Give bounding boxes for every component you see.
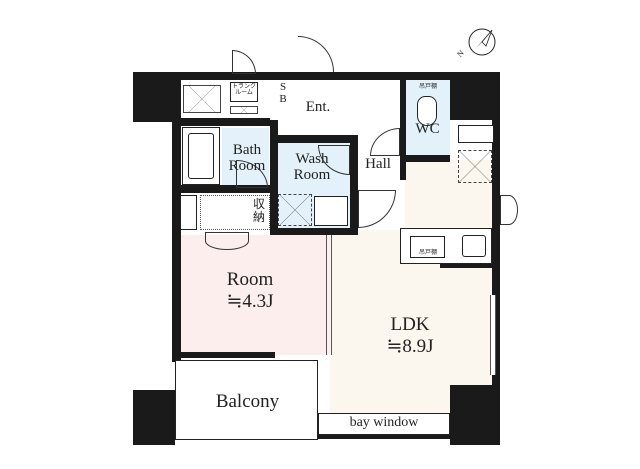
storage-label: 収 納 xyxy=(252,197,265,224)
trunk-room-box xyxy=(183,85,221,113)
pillar-bottom-left xyxy=(133,390,175,445)
trunk-room-shelf xyxy=(230,106,258,114)
pillar-top-right xyxy=(450,72,500,120)
wall-wash-top xyxy=(270,135,358,143)
entrance-label: Ent. xyxy=(305,99,331,115)
closet xyxy=(200,195,270,230)
wall-top xyxy=(133,72,500,80)
wall-left xyxy=(172,72,181,362)
bay-window xyxy=(318,413,450,435)
entrance-door[interactable] xyxy=(298,36,334,72)
pillar-bottom-right xyxy=(450,385,500,445)
wall-wash-bottom xyxy=(270,228,358,235)
stove xyxy=(462,235,486,257)
room-label: Room xyxy=(226,269,274,290)
wash-label: Wash Room xyxy=(293,151,331,183)
wc-label: WC xyxy=(415,121,440,137)
wall-wc-left xyxy=(400,80,406,180)
toilet xyxy=(417,96,437,126)
wall-wash-right xyxy=(350,135,358,235)
ldk-window xyxy=(490,295,496,375)
room-size: ≒4.3J xyxy=(226,291,274,312)
wall-bath-bottom xyxy=(180,185,278,193)
wc-cabinet-label: 吊戸棚 xyxy=(418,83,437,90)
wall-wash-left xyxy=(270,120,278,235)
fridge-space xyxy=(458,150,492,183)
wash-basin xyxy=(314,196,348,226)
balcony-label: Balcony xyxy=(215,391,280,412)
storage-left xyxy=(180,195,197,230)
trunk-room xyxy=(230,82,258,102)
trunk-room-label: トランク ルーム xyxy=(231,83,256,97)
wall-bay-bottom xyxy=(318,433,450,439)
ldk-size: ≒8.9J xyxy=(386,336,434,357)
kitchen-cabinet-label: 吊戸棚 xyxy=(418,249,437,256)
hall-label: Hall xyxy=(365,156,391,172)
bathtub-inner xyxy=(188,133,214,179)
window-top-right xyxy=(458,125,494,143)
trunk-room-door[interactable] xyxy=(232,50,256,74)
wall-bath-top xyxy=(180,118,270,126)
washer-pan xyxy=(278,194,312,226)
compass-icon xyxy=(468,28,496,56)
wall-right xyxy=(492,72,500,445)
balcony xyxy=(175,360,318,440)
ldk-label: LDK xyxy=(390,314,430,335)
wall-kitchen-bottom xyxy=(440,262,495,268)
sliding-partition[interactable] xyxy=(326,235,332,355)
pillar-top-left xyxy=(133,72,180,122)
wall-wc-bottom xyxy=(400,155,450,162)
bay-window-label: bay window xyxy=(349,415,419,430)
shoe-box-label: S B xyxy=(279,81,287,105)
room-closet-doors[interactable] xyxy=(205,232,249,250)
room-floor xyxy=(180,235,330,355)
kitchen-sink xyxy=(410,236,445,258)
bath-label: Bath Room xyxy=(228,142,266,174)
wall-room-bottom xyxy=(180,352,275,358)
side-door[interactable] xyxy=(500,195,518,225)
